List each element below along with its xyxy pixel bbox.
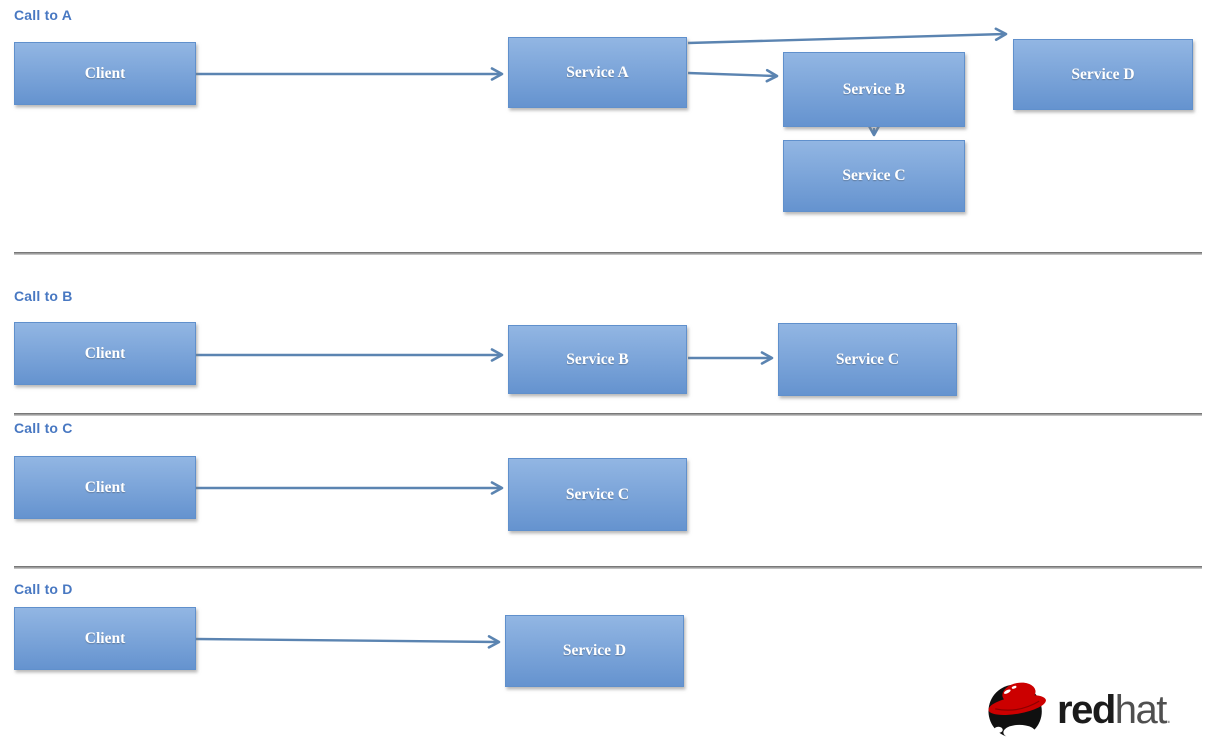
node-label: Service C <box>835 350 900 368</box>
node-label: Service C <box>565 485 630 503</box>
logo-trademark-dot: . <box>1165 706 1172 728</box>
node-service-c-c: Service C <box>508 458 687 531</box>
section-divider-2 <box>14 413 1202 416</box>
section-heading-call-to-d: Call to D <box>14 581 73 597</box>
arrow-client-to-service-d <box>195 635 501 649</box>
arrow-service-a-to-service-d <box>687 27 1008 45</box>
node-label: Service B <box>842 80 906 98</box>
logo-text-red: red <box>1057 688 1116 732</box>
node-label: Service A <box>566 63 629 81</box>
section-heading-call-to-a: Call to A <box>14 7 73 23</box>
node-label: Client <box>84 64 126 82</box>
node-service-a: Service A <box>508 37 687 108</box>
node-label: Service B <box>566 350 629 368</box>
section-heading-call-to-b: Call to B <box>14 288 73 304</box>
arrow-service-a-to-service-b <box>687 68 779 83</box>
logo-text-hat: hat <box>1114 688 1168 732</box>
node-service-c-a: Service C <box>783 140 965 212</box>
node-label: Client <box>84 344 126 362</box>
section-divider-1 <box>14 252 1202 255</box>
node-client-b: Client <box>14 322 196 385</box>
node-label: Service D <box>562 642 627 659</box>
node-service-c-b: Service C <box>778 323 957 396</box>
redhat-wordmark: redhat. <box>1057 688 1172 732</box>
node-service-b-b: Service B <box>508 325 687 394</box>
node-label: Service D <box>1071 65 1135 83</box>
node-service-b-a: Service B <box>783 52 965 127</box>
node-label: Client <box>84 478 126 496</box>
redhat-shadowman-icon <box>988 682 1046 740</box>
redhat-logo: redhat. <box>986 680 1172 740</box>
node-service-d-d: Service D <box>505 615 684 687</box>
node-client-c: Client <box>14 456 196 519</box>
node-client-d: Client <box>14 607 196 670</box>
node-label: Service C <box>842 167 906 184</box>
node-label: Client <box>84 629 126 647</box>
node-client-a: Client <box>14 42 196 105</box>
section-heading-call-to-c: Call to C <box>14 420 73 436</box>
section-divider-3 <box>14 566 1202 569</box>
node-service-d-a: Service D <box>1013 39 1193 110</box>
